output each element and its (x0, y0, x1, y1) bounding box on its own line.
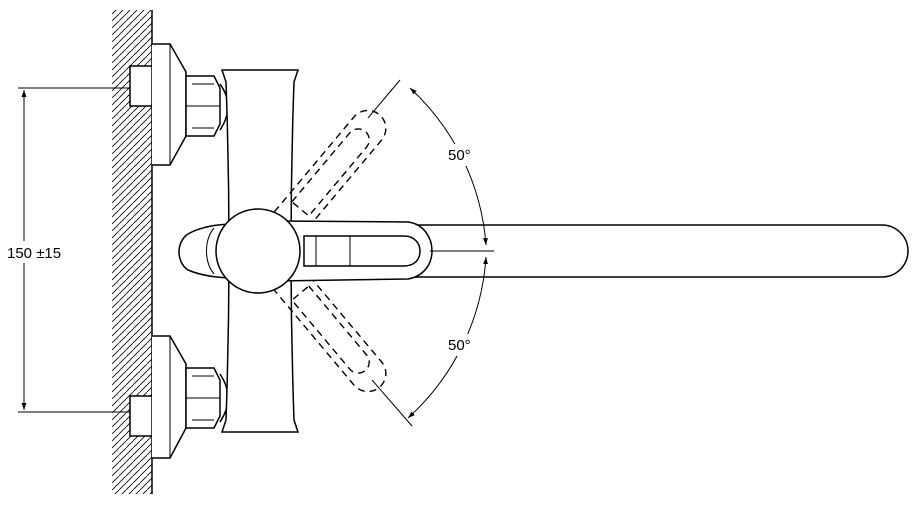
lower-eccentric-connector (129, 335, 229, 459)
upper-eccentric-connector (129, 43, 229, 166)
height-dimension (4, 87, 130, 413)
angle-upper-label: 50° (448, 147, 471, 164)
handle-rotated-down (250, 238, 387, 393)
angle-lower-label: 50° (448, 337, 471, 354)
lever-handle (178, 208, 433, 294)
height-dimension-label: 150 ±15 (7, 245, 61, 262)
handle-rotated-up (250, 109, 387, 264)
angle-dimensions (367, 79, 494, 427)
